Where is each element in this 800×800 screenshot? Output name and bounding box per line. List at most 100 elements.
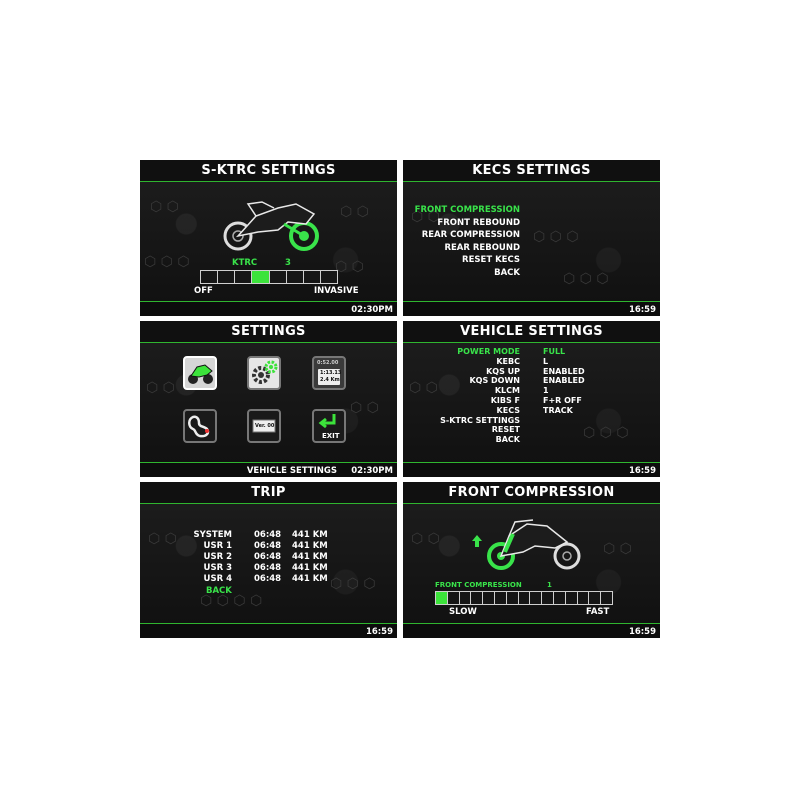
menu-item-front-compression[interactable]: FRONT COMPRESSION [414,205,520,215]
level-segment [577,592,590,604]
gears-icon [252,360,278,384]
screen-title: VEHICLE SETTINGS [403,321,660,342]
header-divider [140,503,397,504]
header-divider [140,181,397,182]
version-info-tile[interactable]: Ver. 00 [247,409,281,443]
selected-item-label: VEHICLE SETTINGS [246,466,337,476]
setting-label: POWER MODE [457,347,520,356]
level-segment [436,592,448,604]
version-label: Ver. 00 [255,423,275,429]
level-segment [218,271,236,283]
exit-tile[interactable]: EXIT [312,409,346,443]
footer-divider [140,301,397,302]
header-divider [140,342,397,343]
setting-label: BACK [495,435,520,445]
settings-screen: ⬡ ⬡ ⬡ ⬡ SETTINGS 0:52.00 1:13.13 2.4 Km [140,321,397,477]
footer-bar: 16:59 [403,302,660,316]
vehicle-setting-row[interactable]: S-KTRC SETTINGS [403,416,660,426]
trip-name: USR 2 [203,552,232,562]
level-segment [530,592,543,604]
level-segment [518,592,531,604]
min-label: OFF [194,286,213,296]
setting-value: F+R OFF [543,395,582,405]
trip-time: 06:48 [254,530,282,540]
clock: 02:30PM [351,466,393,476]
trip-distance: 441 KM [292,530,328,540]
clock: 16:59 [628,305,656,315]
lap-timer-tile[interactable]: 0:52.00 1:13.13 2.4 Km [312,356,346,390]
level-segment [459,592,472,604]
screen-title: FRONT COMPRESSION [403,482,660,503]
vehicle-setting-row[interactable]: RESET [403,425,660,435]
menu-item-rear-rebound[interactable]: REAR REBOUND [444,242,520,253]
trip-row[interactable]: USR 1 06:48 441 KM [140,541,397,552]
sktrc-settings-screen: ⬡ ⬡ ⬡ ⬡ ⬡ ⬡ ⬡ ⬡ ⬡ S-KTRC SETTINGS KTRC 3… [140,160,397,316]
setting-label: KECS [496,405,520,415]
trip-time: 06:48 [254,552,282,562]
screen-title: KECS SETTINGS [403,160,660,181]
setting-value: FULL [543,347,566,356]
trip-name: USR 1 [203,541,232,551]
setting-label: KLCM [494,386,520,396]
kecs-settings-screen: ⬡ ⬡ ⬡ ⬡ ⬡ ⬡ ⬡ ⬡ KECS SETTINGS FRONT COMP… [403,160,660,316]
menu-item-front-rebound[interactable]: FRONT REBOUND [437,217,520,228]
max-label: INVASIVE [314,286,359,296]
arrow-up-icon [472,535,482,547]
vehicle-setting-row[interactable]: BACK [403,435,660,445]
level-segment [201,271,219,283]
track-map-tile[interactable] [183,409,217,443]
menu-item-back[interactable]: BACK [494,267,520,278]
footer-bar: 16:59 [403,463,660,477]
level-segment [252,271,270,283]
footer-bar: 02:30PM [140,302,397,316]
vehicle-setting-row[interactable]: POWER MODE FULL [403,347,660,357]
level-segment [286,271,304,283]
ecu-chip-icon [252,419,276,433]
setting-value: TRACK [543,405,573,415]
front-compression-screen: ⬡ ⬡ ⬡ ⬡ FRONT COMPRESSION FRONT COMPRESS… [403,482,660,638]
motorcycle-icon [188,364,213,384]
vehicle-settings-tile[interactable] [183,356,217,390]
footer-bar: 16:59 [140,624,397,638]
ktrc-level-bar[interactable] [200,270,338,284]
screen-title: SETTINGS [140,321,397,342]
footer-divider [403,301,660,302]
header-divider [403,342,660,343]
vehicle-setting-row[interactable]: KECS TRACK [403,406,660,416]
trip-distance: 441 KM [292,563,328,573]
trip-distance: 441 KM [292,541,328,551]
setting-value: ENABLED [543,366,585,376]
footer-divider [140,462,397,463]
general-settings-tile[interactable] [247,356,281,390]
clock: 02:30PM [351,305,393,315]
front-compression-level-bar[interactable] [435,591,613,605]
clock: 16:59 [365,627,393,637]
clock: 16:59 [628,466,656,476]
param-label: FRONT COMPRESSION [435,581,522,589]
menu-item-rear-compression[interactable]: REAR COMPRESSION [421,230,520,240]
screen-title: S-KTRC SETTINGS [140,160,397,181]
setting-label: KEBC [496,356,520,366]
level-segment [303,271,321,283]
trip-time: 06:48 [254,541,282,551]
max-label: FAST [586,607,610,617]
lap-distance: 2.4 Km [320,377,340,383]
kecs-menu: FRONT COMPRESSION FRONT REBOUND REAR COM… [415,204,520,279]
menu-item-reset-kecs[interactable]: RESET KECS [462,255,520,265]
footer-divider [140,623,397,624]
motorcycle-icon [223,201,319,251]
level-segment [553,592,566,604]
back-button[interactable]: BACK [206,586,232,596]
